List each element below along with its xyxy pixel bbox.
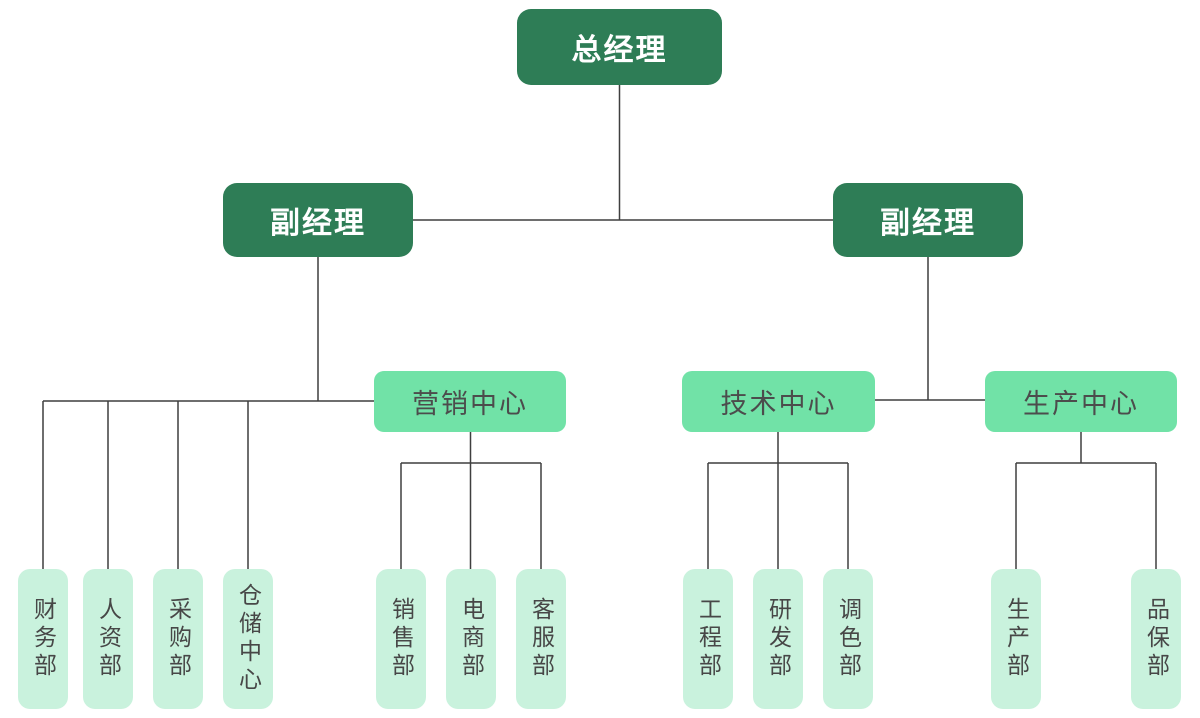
- node-label: 电商部: [458, 597, 485, 681]
- node-deputy-manager-right[interactable]: 副经理: [833, 183, 1023, 257]
- node-hr-dept[interactable]: 人资部: [83, 569, 133, 709]
- node-production-center[interactable]: 生产中心: [985, 371, 1177, 432]
- node-production-dept[interactable]: 生产部: [991, 569, 1041, 709]
- node-label: 营销中心: [412, 389, 528, 419]
- node-label: 生产中心: [1023, 389, 1139, 419]
- node-color-matching-dept[interactable]: 调色部: [823, 569, 873, 709]
- node-label: 人资部: [95, 597, 122, 681]
- node-label: 总经理: [571, 34, 668, 67]
- node-engineering-dept[interactable]: 工程部: [683, 569, 733, 709]
- node-label: 采购部: [165, 597, 192, 681]
- node-label: 客服部: [528, 597, 555, 681]
- node-label: 仓储中心: [235, 583, 262, 695]
- node-deputy-manager-left[interactable]: 副经理: [223, 183, 413, 257]
- node-procurement-dept[interactable]: 采购部: [153, 569, 203, 709]
- node-customer-service-dept[interactable]: 客服部: [516, 569, 566, 709]
- node-label: 副经理: [880, 207, 976, 240]
- node-label: 副经理: [270, 207, 366, 240]
- node-label: 工程部: [695, 597, 722, 681]
- node-quality-assurance-dept[interactable]: 品保部: [1131, 569, 1181, 709]
- node-label: 调色部: [835, 597, 862, 681]
- node-general-manager[interactable]: 总经理: [517, 9, 722, 85]
- node-rnd-dept[interactable]: 研发部: [753, 569, 803, 709]
- node-technology-center[interactable]: 技术中心: [682, 371, 875, 432]
- node-finance-dept[interactable]: 财务部: [18, 569, 68, 709]
- node-marketing-center[interactable]: 营销中心: [374, 371, 566, 432]
- node-label: 销售部: [388, 597, 415, 681]
- node-label: 研发部: [765, 597, 792, 681]
- node-label: 财务部: [30, 597, 57, 681]
- node-label: 品保部: [1143, 597, 1170, 681]
- node-warehouse-center[interactable]: 仓储中心: [223, 569, 273, 709]
- node-sales-dept[interactable]: 销售部: [376, 569, 426, 709]
- node-label: 生产部: [1003, 597, 1030, 681]
- node-ecommerce-dept[interactable]: 电商部: [446, 569, 496, 709]
- node-label: 技术中心: [720, 389, 837, 419]
